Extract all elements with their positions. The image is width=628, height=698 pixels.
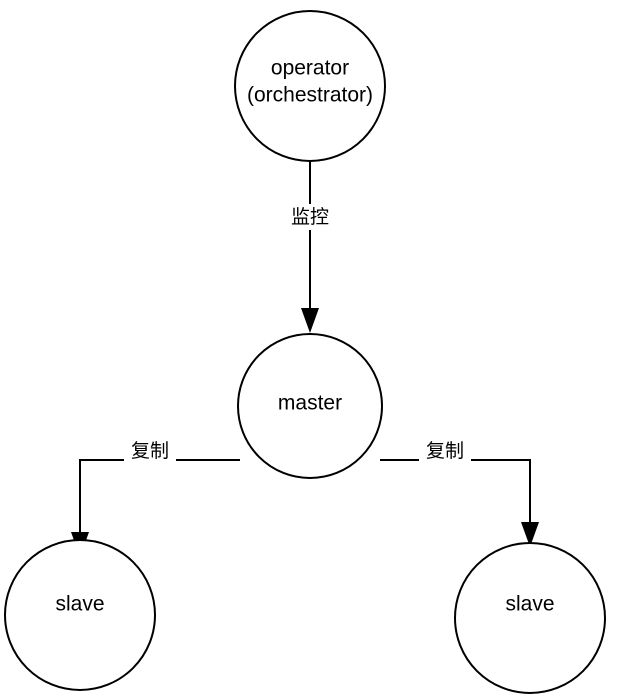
node-operator-label-line1: operator bbox=[271, 57, 349, 80]
edge-master-to-slave-left-line bbox=[79, 459, 240, 535]
edge-label-monitor: 监控 bbox=[291, 206, 329, 228]
edge-master-to-slave-left: 复制 bbox=[71, 439, 240, 557]
edge-operator-to-master: 监控 bbox=[284, 161, 336, 333]
node-master[interactable]: master bbox=[237, 333, 383, 479]
edge-operator-to-master-arrowhead bbox=[301, 308, 319, 333]
node-slave-right-label: slave bbox=[505, 593, 554, 616]
edge-operator-to-master-label-bg bbox=[284, 204, 336, 230]
node-master-circle[interactable] bbox=[237, 333, 383, 479]
edge-master-to-slave-right-label-bg bbox=[419, 439, 471, 465]
node-operator-circle[interactable] bbox=[234, 10, 386, 162]
node-operator-label-line2: (orchestrator) bbox=[247, 84, 373, 107]
node-slave-left[interactable]: slave bbox=[4, 539, 156, 691]
node-slave-left-label: slave bbox=[55, 593, 104, 616]
node-master-label: master bbox=[278, 392, 342, 415]
node-slave-right[interactable]: slave bbox=[454, 542, 606, 694]
node-operator[interactable]: operator (orchestrator) bbox=[234, 10, 386, 162]
edge-master-to-slave-right-line bbox=[380, 459, 531, 525]
edge-master-to-slave-right-arrowhead bbox=[521, 522, 539, 547]
edge-label-replicate-right: 复制 bbox=[426, 440, 464, 462]
edge-master-to-slave-right: 复制 bbox=[380, 439, 539, 547]
edge-master-to-slave-left-label-bg bbox=[124, 439, 176, 465]
node-slave-left-circle[interactable] bbox=[4, 539, 156, 691]
edge-label-replicate-left: 复制 bbox=[131, 440, 169, 462]
node-slave-right-circle[interactable] bbox=[454, 542, 606, 694]
